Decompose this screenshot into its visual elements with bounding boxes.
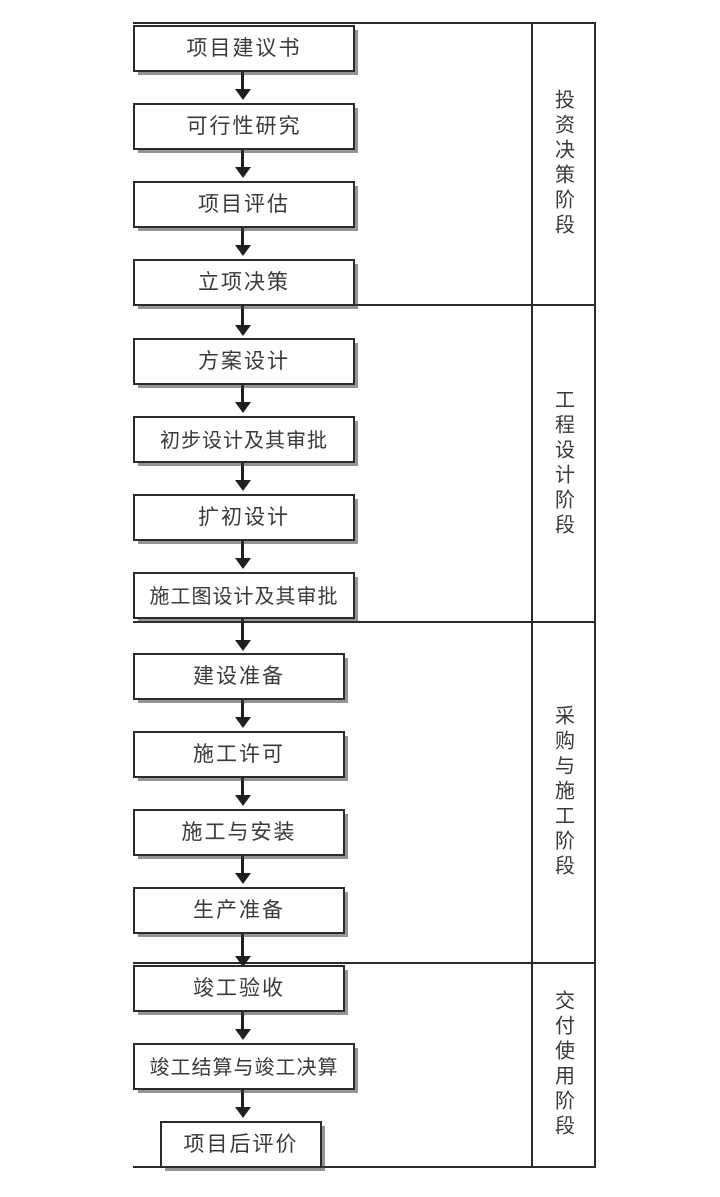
node-label: 竣工结算与竣工决算 bbox=[149, 1054, 339, 1079]
node-label: 初步设计及其审批 bbox=[160, 427, 328, 452]
node-label: 项目评估 bbox=[198, 192, 290, 216]
phase-separator-2 bbox=[133, 621, 596, 623]
phase-label: 采购与施工阶段 bbox=[551, 705, 576, 880]
phase-label: 投资决策阶段 bbox=[551, 89, 576, 239]
process-node-初步设计及其审批[interactable]: 初步设计及其审批 bbox=[133, 416, 355, 463]
connector-n2-n3 bbox=[241, 150, 244, 169]
node-label: 竣工验收 bbox=[193, 976, 285, 1000]
phase-lane-采购与施工阶段: 采购与施工阶段 bbox=[533, 623, 594, 962]
frame-bottom-line bbox=[133, 1166, 596, 1168]
connector-n9-n10 bbox=[241, 700, 244, 719]
node-label: 立项决策 bbox=[198, 270, 290, 294]
connector-n13-n14 bbox=[241, 1012, 244, 1031]
node-label: 施工许可 bbox=[193, 742, 285, 766]
process-node-竣工验收[interactable]: 竣工验收 bbox=[133, 965, 345, 1012]
node-label: 方案设计 bbox=[198, 349, 290, 373]
frame-right-line bbox=[594, 22, 596, 1168]
connector-n3-n4 bbox=[241, 228, 244, 247]
process-node-施工图设计及其审批[interactable]: 施工图设计及其审批 bbox=[133, 572, 355, 619]
phase-label: 交付使用阶段 bbox=[551, 990, 576, 1140]
phase-separator-3 bbox=[133, 962, 596, 964]
connector-n10-n11 bbox=[241, 778, 244, 797]
process-node-项目建议书[interactable]: 项目建议书 bbox=[133, 25, 355, 72]
connector-n8-n9 bbox=[241, 619, 244, 642]
node-label: 项目后评价 bbox=[183, 1132, 299, 1156]
connector-n7-n8 bbox=[241, 541, 244, 560]
phase-lane-工程设计阶段: 工程设计阶段 bbox=[533, 306, 594, 621]
connector-n12-n13 bbox=[241, 934, 244, 958]
process-node-施工许可[interactable]: 施工许可 bbox=[133, 731, 345, 778]
frame-top-line bbox=[133, 22, 596, 24]
node-label: 施工图设计及其审批 bbox=[149, 583, 339, 608]
connector-n11-n12 bbox=[241, 856, 244, 875]
process-node-项目后评价[interactable]: 项目后评价 bbox=[160, 1121, 322, 1168]
node-label: 项目建议书 bbox=[186, 36, 302, 60]
process-node-立项决策[interactable]: 立项决策 bbox=[133, 259, 355, 306]
node-label: 建设准备 bbox=[193, 664, 285, 688]
node-label: 生产准备 bbox=[193, 898, 285, 922]
phase-separator-1 bbox=[133, 304, 596, 306]
process-node-可行性研究[interactable]: 可行性研究 bbox=[133, 103, 355, 150]
process-node-竣工结算与竣工决算[interactable]: 竣工结算与竣工决算 bbox=[133, 1043, 355, 1090]
phase-lane-交付使用阶段: 交付使用阶段 bbox=[533, 964, 594, 1166]
node-label: 扩初设计 bbox=[198, 505, 290, 529]
connector-n5-n6 bbox=[241, 385, 244, 404]
connector-n1-n2 bbox=[241, 72, 244, 91]
node-label: 施工与安装 bbox=[181, 820, 297, 844]
connector-n14-n15 bbox=[241, 1090, 244, 1109]
node-label: 可行性研究 bbox=[186, 114, 302, 138]
phase-label: 工程设计阶段 bbox=[551, 388, 576, 539]
process-node-项目评估[interactable]: 项目评估 bbox=[133, 181, 355, 228]
connector-n4-n5 bbox=[241, 306, 244, 327]
connector-n6-n7 bbox=[241, 463, 244, 482]
process-node-施工与安装[interactable]: 施工与安装 bbox=[133, 809, 345, 856]
lane-divider-line bbox=[531, 22, 533, 1168]
process-node-建设准备[interactable]: 建设准备 bbox=[133, 653, 345, 700]
process-node-扩初设计[interactable]: 扩初设计 bbox=[133, 494, 355, 541]
process-node-方案设计[interactable]: 方案设计 bbox=[133, 338, 355, 385]
process-node-生产准备[interactable]: 生产准备 bbox=[133, 887, 345, 934]
phase-lane-投资决策阶段: 投资决策阶段 bbox=[533, 24, 594, 304]
